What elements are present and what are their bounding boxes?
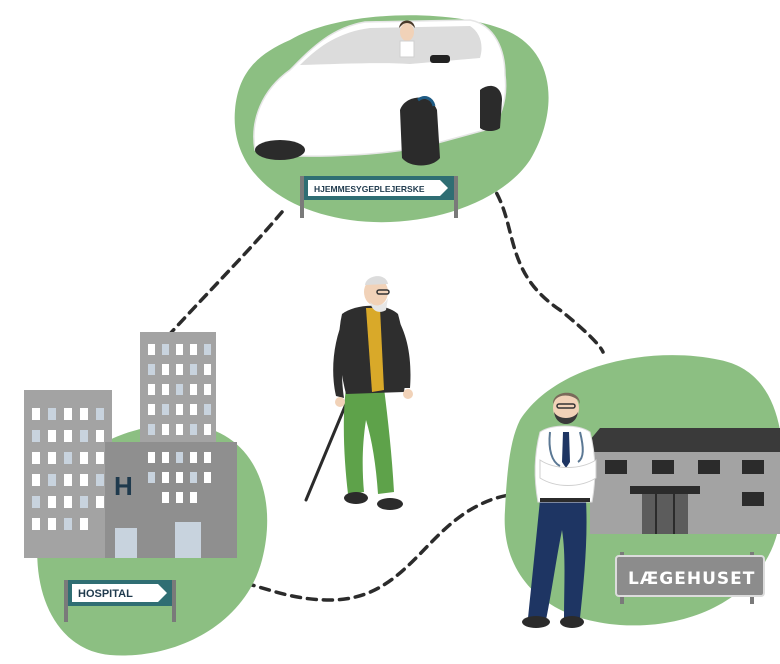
car-front-wheel [400, 97, 440, 166]
home-nurse-sign: HJEMMESYGEPLEJERSKE [300, 176, 458, 218]
hospital-left-windows [32, 408, 104, 530]
home-nurse-group: HJEMMESYGEPLEJERSKE [234, 15, 549, 223]
doctor-beard [554, 412, 578, 424]
path-hospital-to-doctor [196, 492, 547, 602]
doctors-house-door [642, 494, 688, 534]
connection-paths [166, 178, 605, 602]
doctor [522, 392, 597, 628]
doctors-house-sign-label: LÆGEHUSET [628, 569, 755, 589]
elderly-man-arm-left [333, 318, 350, 398]
hospital-group: H HOSPITAL [24, 332, 268, 656]
doctor-arms [539, 459, 597, 486]
nurse-driver [399, 20, 415, 58]
doctors-house-windows [605, 460, 764, 506]
home-nurse-sign-label: HJEMMESYGEPLEJERSKE [314, 184, 425, 194]
elderly-man-trousers [343, 388, 394, 494]
doctors-house-roof [580, 428, 780, 452]
doctor-tie [562, 432, 570, 468]
car-rear-wheel [480, 85, 502, 131]
elderly-man-vest [366, 308, 384, 392]
path-nurse-to-doctor [486, 178, 605, 354]
doctor-stethoscope [548, 431, 584, 467]
hospital-sign: HOSPITAL [64, 580, 176, 622]
car-left-wheel [255, 140, 305, 160]
doctors-house-group: LÆGEHUSET [504, 355, 780, 628]
doctors-house-porch-roof [630, 486, 700, 494]
hospital-tower-windows [148, 344, 211, 503]
hospital-door-right [175, 522, 201, 558]
hospital-sign-label: HOSPITAL [78, 588, 133, 600]
doctors-house-sign: LÆGEHUSET [615, 552, 765, 604]
car-mirror [430, 55, 450, 63]
walking-cane [304, 402, 348, 502]
elderly-man [304, 276, 413, 510]
path-nurse-to-hospital [166, 210, 284, 338]
elderly-man-shoe-left [344, 492, 368, 504]
elderly-man-head [364, 278, 388, 306]
hospital-door-left [115, 528, 137, 558]
elderly-man-shoe-right [377, 498, 403, 510]
doctor-trousers [528, 500, 587, 620]
hospital-h-letter: H [114, 471, 133, 501]
elderly-man-arm-right [390, 316, 411, 388]
